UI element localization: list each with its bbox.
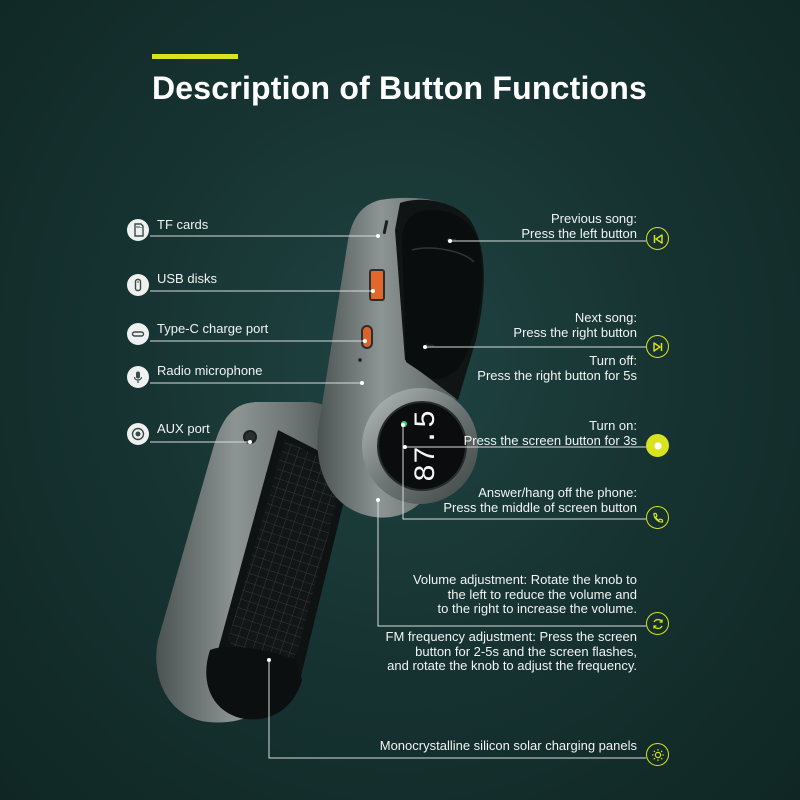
- sun-icon: [646, 743, 669, 766]
- previous-track-icon: [646, 227, 669, 250]
- next-song-label: Next song: Press the right button: [513, 310, 637, 340]
- aux-port-icon: [127, 423, 149, 445]
- radio-microphone-label: Radio microphone: [157, 363, 263, 378]
- microphone-hole: [358, 358, 362, 362]
- aux-port-label: AUX port: [157, 421, 210, 436]
- solar-panel: [228, 440, 345, 668]
- usb-disks-label: USB disks: [157, 271, 217, 286]
- rotate-knob-icon: [646, 612, 669, 635]
- phone-icon: [646, 506, 669, 529]
- frequency-display: 87.5: [410, 410, 444, 482]
- type-c-port: [361, 325, 373, 349]
- microphone-icon: [127, 366, 149, 388]
- power-icon: [646, 434, 669, 457]
- next-track-icon: [646, 335, 669, 358]
- usb-icon: [127, 274, 149, 296]
- usb-a-port: [369, 269, 385, 301]
- solar-panels-label: Monocrystalline silicon solar charging p…: [379, 738, 637, 753]
- type-c-label: Type-C charge port: [157, 321, 269, 336]
- type-c-icon: [127, 323, 149, 345]
- page-title: Description of Button Functions: [152, 70, 648, 106]
- solar-arm: [156, 402, 355, 723]
- sd-card-icon: [127, 219, 149, 241]
- tf-cards-label: TF cards: [157, 217, 209, 232]
- aux-port-hole: [243, 430, 257, 444]
- svg-text:⇦: ⇦: [424, 339, 434, 353]
- title-accent-bar: [152, 54, 238, 59]
- turn-on-label: Turn on: Press the screen button for 3s: [463, 418, 637, 448]
- fm-frequency-label: FM frequency adjustment: Press the scree…: [385, 629, 637, 674]
- svg-text:⇦: ⇦: [446, 233, 456, 247]
- turn-off-label: Turn off: Press the right button for 5s: [477, 353, 637, 383]
- tf-card-slot: [382, 220, 389, 235]
- volume-label: Volume adjustment: Rotate the knob to th…: [412, 572, 637, 617]
- phone-label: Answer/hang off the phone: Press the mid…: [443, 485, 637, 515]
- touch-panel: [402, 209, 483, 379]
- previous-song-label: Previous song: Press the left button: [521, 211, 637, 241]
